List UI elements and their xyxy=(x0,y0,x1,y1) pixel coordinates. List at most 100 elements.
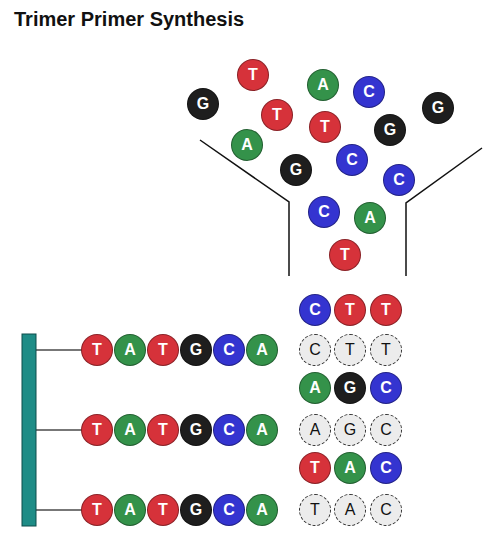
funnel-wall xyxy=(406,148,482,276)
nucleotide-ball: A xyxy=(334,452,366,484)
linker-line xyxy=(36,349,84,351)
base-letter: T xyxy=(345,302,355,318)
base-letter: T xyxy=(310,502,320,518)
base-letter: C xyxy=(223,342,235,358)
base-letter: T xyxy=(158,422,168,438)
nucleotide-ball: C xyxy=(353,76,385,108)
base-letter: G xyxy=(384,122,396,138)
nucleotide-ball: A xyxy=(299,372,331,404)
base-letter: A xyxy=(256,502,268,518)
title: Trimer Primer Synthesis xyxy=(14,8,244,31)
base-letter: T xyxy=(381,342,391,358)
nucleotide-ball: T xyxy=(81,334,113,366)
nucleotide-ball: A xyxy=(246,494,278,526)
nucleotide-ball: A xyxy=(114,334,146,366)
base-letter: C xyxy=(380,422,392,438)
base-letter: G xyxy=(344,422,356,438)
nucleotide-ball: C xyxy=(299,294,331,326)
base-letter: C xyxy=(318,204,330,220)
base-letter: T xyxy=(158,502,168,518)
base-letter: G xyxy=(197,96,209,112)
base-letter: T xyxy=(248,67,258,83)
base-letter: G xyxy=(190,422,202,438)
base-letter: A xyxy=(344,460,356,476)
nucleotide-ball: C xyxy=(383,164,415,196)
base-letter: T xyxy=(158,342,168,358)
base-letter: C xyxy=(309,342,321,358)
base-letter: T xyxy=(92,342,102,358)
base-letter: C xyxy=(363,84,375,100)
base-letter: A xyxy=(256,422,268,438)
base-letter: T xyxy=(345,342,355,358)
base-letter: A xyxy=(310,422,321,438)
nucleotide-ball: G xyxy=(180,334,212,366)
template-base: C xyxy=(299,334,331,366)
nucleotide-ball: T xyxy=(81,494,113,526)
nucleotide-ball: A xyxy=(246,414,278,446)
nucleotide-ball: T xyxy=(299,452,331,484)
nucleotide-ball: T xyxy=(370,294,402,326)
base-letter: T xyxy=(310,460,320,476)
template-base: T xyxy=(334,334,366,366)
base-letter: T xyxy=(92,422,102,438)
nucleotide-ball: C xyxy=(213,334,245,366)
base-letter: A xyxy=(241,137,253,153)
template-base: C xyxy=(370,414,402,446)
nucleotide-ball: A xyxy=(231,129,263,161)
linker-line xyxy=(36,509,84,511)
nucleotide-ball: T xyxy=(309,111,341,143)
nucleotide-ball: T xyxy=(147,414,179,446)
nucleotide-ball: T xyxy=(147,494,179,526)
base-letter: A xyxy=(317,77,329,93)
base-letter: T xyxy=(381,302,391,318)
template-base: A xyxy=(299,414,331,446)
base-letter: A xyxy=(124,502,136,518)
base-letter: C xyxy=(223,422,235,438)
base-letter: A xyxy=(345,502,356,518)
nucleotide-ball: A xyxy=(114,414,146,446)
base-letter: T xyxy=(320,119,330,135)
nucleotide-ball: G xyxy=(180,494,212,526)
nucleotide-ball: C xyxy=(370,372,402,404)
template-base: G xyxy=(334,414,366,446)
template-base: T xyxy=(299,494,331,526)
base-letter: C xyxy=(309,302,321,318)
base-letter: C xyxy=(380,460,392,476)
linker-line xyxy=(36,429,84,431)
base-letter: T xyxy=(92,502,102,518)
template-base: T xyxy=(370,334,402,366)
base-letter: G xyxy=(190,342,202,358)
nucleotide-ball: A xyxy=(114,494,146,526)
nucleotide-ball: C xyxy=(308,196,340,228)
nucleotide-ball: G xyxy=(280,154,312,186)
base-letter: A xyxy=(364,210,376,226)
nucleotide-ball: T xyxy=(147,334,179,366)
nucleotide-ball: G xyxy=(422,92,454,124)
nucleotide-ball: T xyxy=(81,414,113,446)
nucleotide-ball: C xyxy=(213,494,245,526)
nucleotide-ball: G xyxy=(180,414,212,446)
nucleotide-ball: G xyxy=(187,88,219,120)
base-letter: A xyxy=(309,380,321,396)
base-letter: A xyxy=(124,422,136,438)
solid-support xyxy=(22,334,36,526)
template-base: A xyxy=(334,494,366,526)
base-letter: A xyxy=(256,342,268,358)
nucleotide-ball: C xyxy=(213,414,245,446)
base-letter: A xyxy=(124,342,136,358)
base-letter: C xyxy=(380,502,392,518)
nucleotide-ball: A xyxy=(307,69,339,101)
base-letter: G xyxy=(344,380,356,396)
nucleotide-ball: A xyxy=(246,334,278,366)
nucleotide-ball: C xyxy=(336,144,368,176)
nucleotide-ball: T xyxy=(334,294,366,326)
nucleotide-ball: T xyxy=(329,239,361,271)
base-letter: G xyxy=(432,100,444,116)
base-letter: C xyxy=(223,502,235,518)
base-letter: C xyxy=(346,152,358,168)
template-base: C xyxy=(370,494,402,526)
base-letter: C xyxy=(380,380,392,396)
nucleotide-ball: A xyxy=(354,202,386,234)
nucleotide-ball: T xyxy=(261,99,293,131)
nucleotide-ball: G xyxy=(374,114,406,146)
